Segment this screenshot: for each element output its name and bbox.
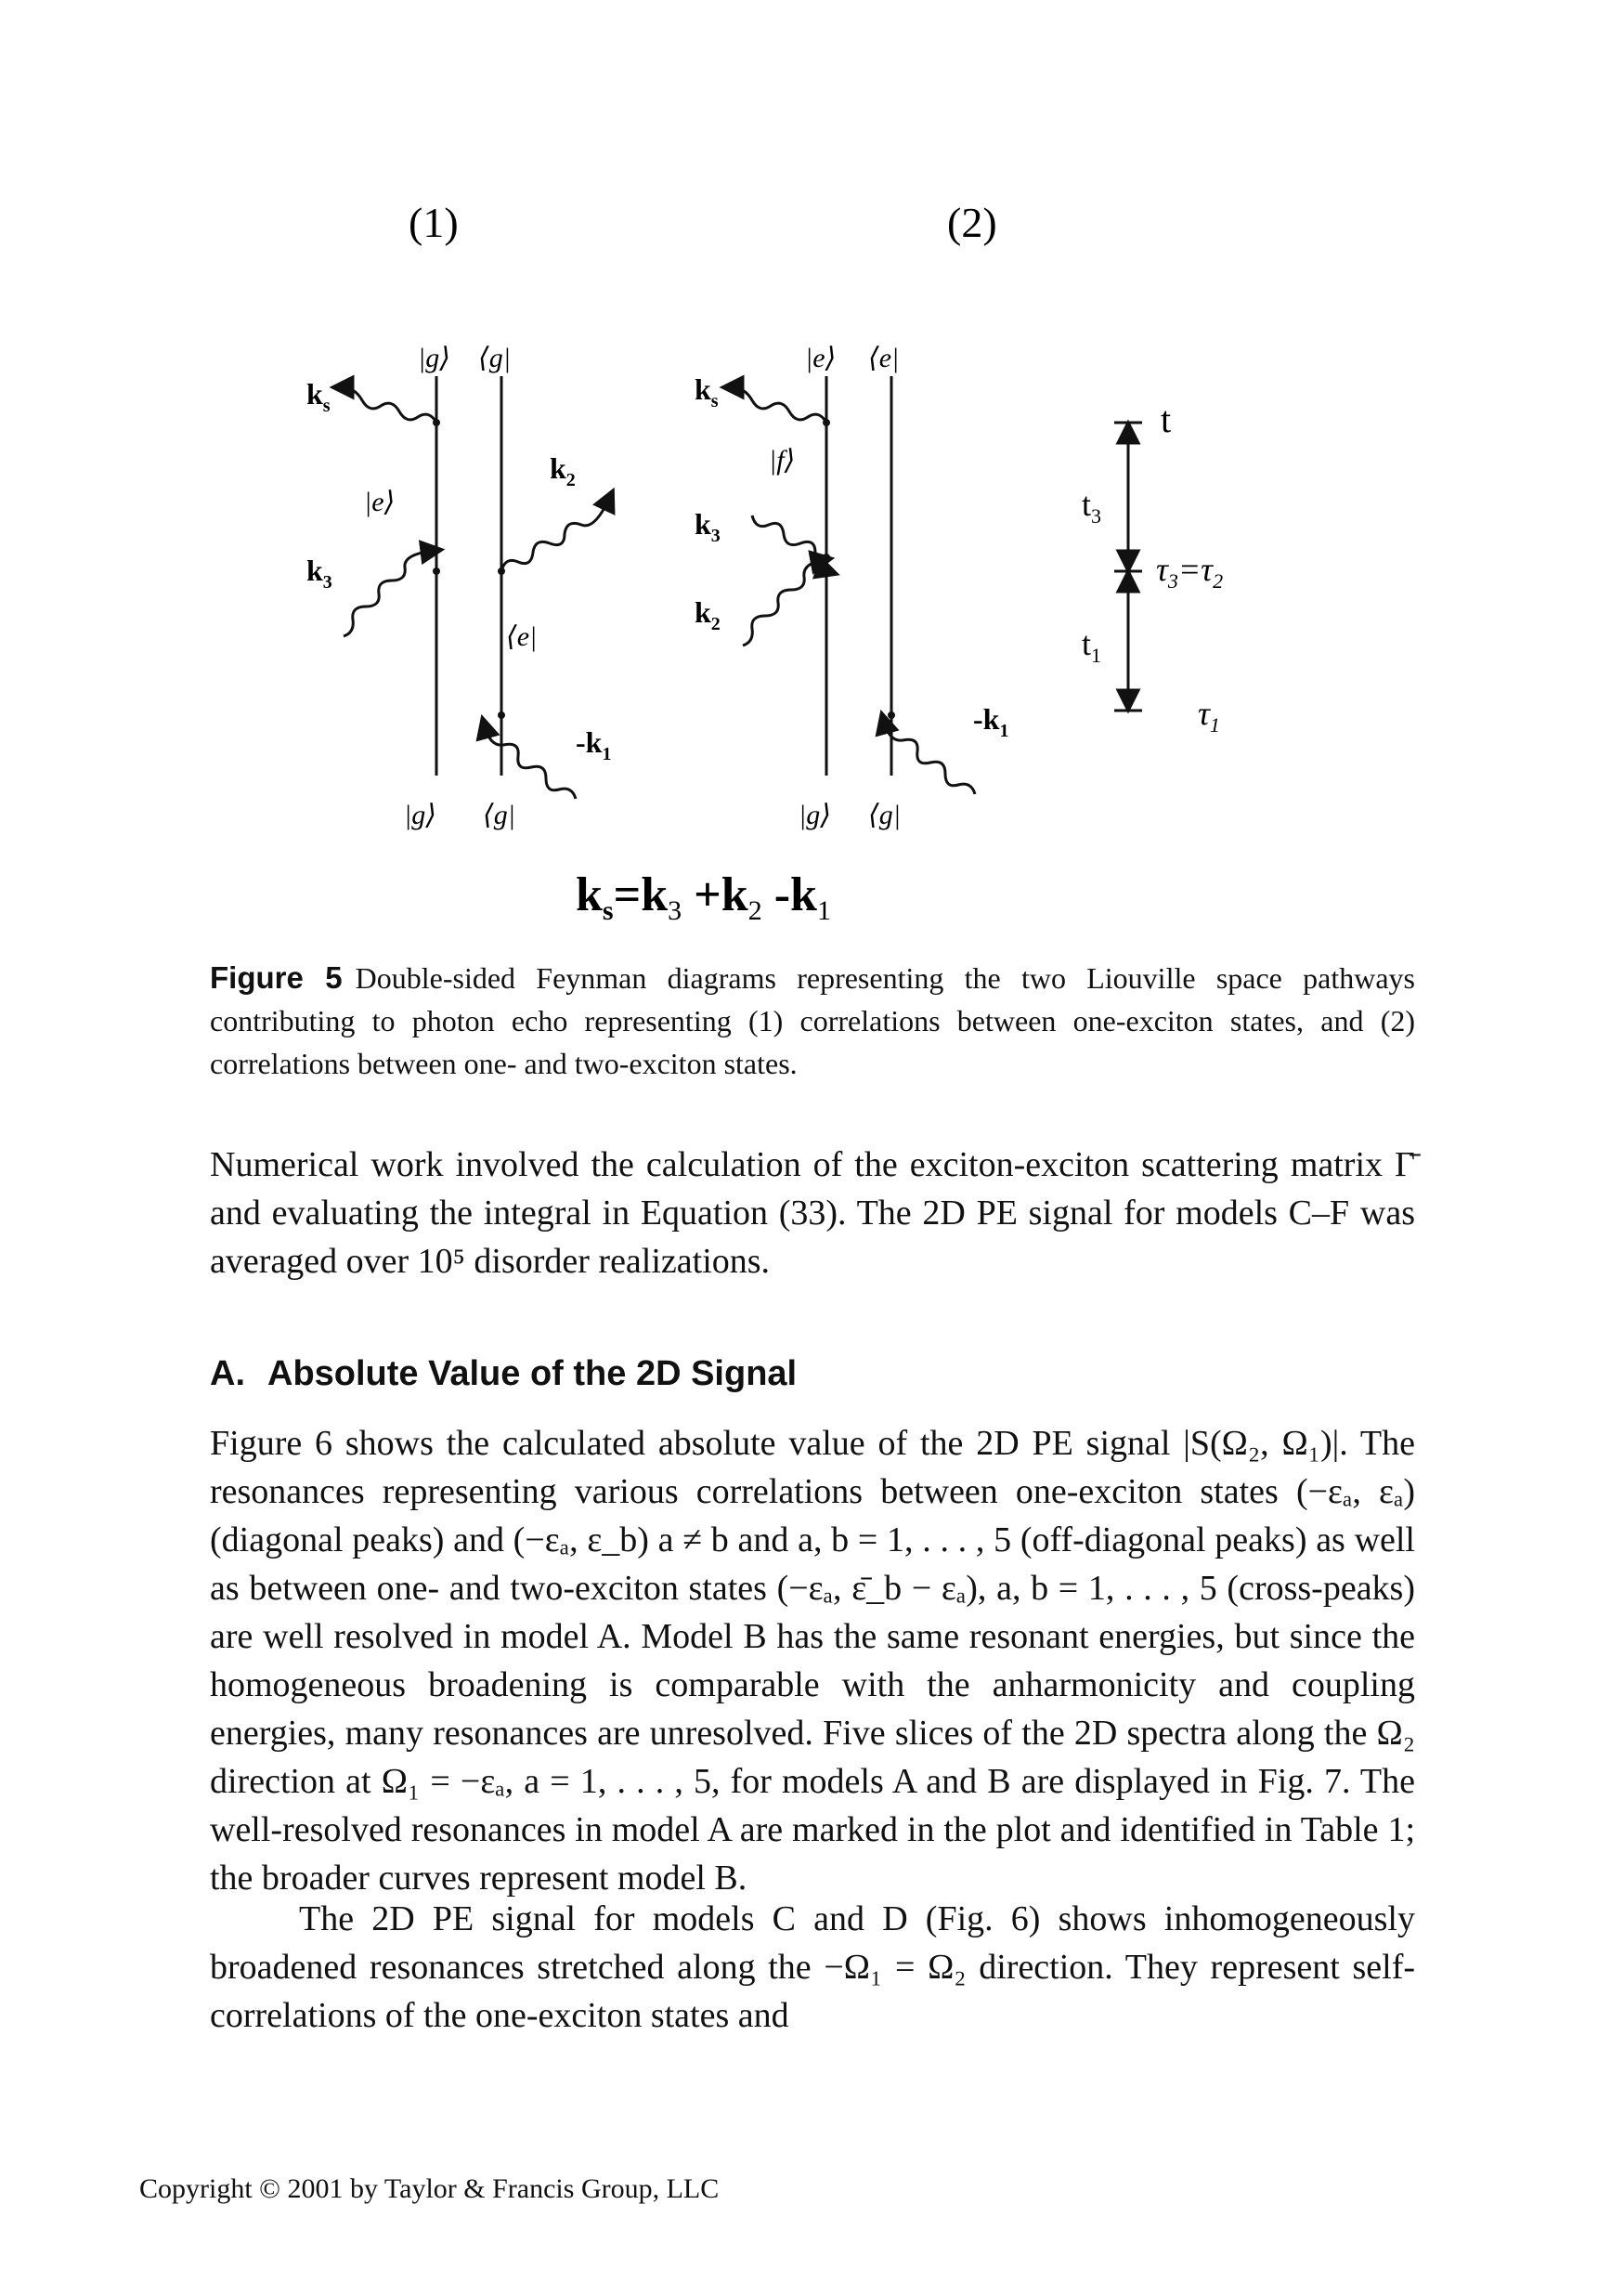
time-label-tau1: τ1: [1198, 695, 1220, 737]
time-label-t3: t3: [1082, 486, 1101, 528]
diagram-2: |e⟩ ⟨e| |f⟩ |g⟩ ⟨g| ks k3 k2 -k1: [695, 343, 1008, 830]
diagram1-top-bra: ⟨g|: [478, 343, 511, 373]
diagram2-label-k1: -k1: [973, 702, 1008, 741]
diagram2-top-bra: ⟨e|: [868, 343, 899, 373]
diagram1-vertex-ks: [433, 419, 440, 426]
diagram1-vertex-k3: [433, 567, 440, 575]
body-paragraph-2: Figure 6 shows the calculated absolute v…: [210, 1424, 1415, 1898]
diagram2-vertex-ks: [823, 419, 830, 426]
diagram2-vertex-k2: [823, 567, 830, 575]
diagram2-mid-ket: |f⟩: [769, 445, 795, 476]
diagram1-top-ket: |g⟩: [418, 343, 450, 373]
diagram2-ks-wave: [719, 374, 828, 424]
diagram1-ks-wave: [329, 374, 438, 424]
diagram1-bottom-ket: |g⟩: [404, 800, 436, 830]
diagram2-k2-wave: [742, 550, 836, 647]
diagram1-label-k2: k2: [550, 451, 576, 490]
diagram2-top-ket: |e⟩: [805, 343, 836, 373]
body-paragraph-1: Numerical work involved the calculation …: [210, 1145, 1415, 1281]
figure-caption-text: Double-sided Feynman diagrams representi…: [210, 961, 1416, 1080]
diagram2-vertex-k1: [888, 711, 895, 719]
diagram2-bottom-ket: |g⟩: [799, 800, 831, 830]
diagram1-k1-wave: [475, 713, 578, 800]
diagram1-mid-ket: |e⟩: [364, 487, 395, 517]
section-heading: A. Absolute Value of the 2D Signal: [210, 1354, 797, 1394]
diagram2-label-ks: ks: [695, 372, 719, 411]
diagram1-label-ks: ks: [306, 377, 331, 416]
diagram1-k2-wave: [500, 487, 616, 572]
diagram1-label-k3: k3: [306, 554, 332, 593]
body-paragraph-3: The 2D PE signal for models C and D (Fig…: [210, 1899, 1415, 2035]
diagram1-bottom-bra: ⟨g|: [483, 800, 515, 830]
figure-caption-label: Figure 5: [210, 960, 343, 995]
time-label-t: t: [1161, 398, 1171, 440]
phase-matching-equation: ks=k3 +k2 -k1: [576, 868, 831, 926]
panel-label-2: (2): [947, 200, 997, 246]
diagram-1: |g⟩ ⟨g| |e⟩ ⟨e| |g⟩ ⟨g| ks k3 k2 -k1: [306, 343, 616, 830]
diagram2-label-k3: k3: [695, 507, 721, 546]
time-label-t1: t1: [1082, 625, 1101, 667]
copyright-footer: Copyright © 2001 by Taylor & Francis Gro…: [139, 2173, 720, 2204]
diagram2-k1-wave: [875, 709, 977, 795]
time-label-tau3-tau2: τ3=τ2: [1156, 551, 1223, 593]
diagram2-vertex-k3: [823, 554, 830, 561]
diagram1-mid-bra: ⟨e|: [506, 621, 537, 652]
diagram1-vertex-k1: [498, 711, 505, 719]
section-title: Absolute Value of the 2D Signal: [267, 1354, 798, 1393]
feynman-diagrams-figure: (1) (2) |g⟩ ⟨g| |e⟩ ⟨e| |g⟩ ⟨g| ks k3 k2…: [306, 200, 1223, 926]
panel-label-1: (1): [409, 200, 459, 246]
diagram1-k3-wave: [343, 540, 446, 638]
diagram1-vertex-k2: [498, 567, 505, 575]
diagram2-label-k2: k2: [695, 595, 721, 634]
section-number: A.: [210, 1354, 245, 1393]
time-axis: t t3 t1 τ3=τ2 τ1: [1082, 398, 1223, 737]
diagram2-bottom-bra: ⟨g|: [868, 800, 901, 830]
diagram1-label-k1: -k1: [576, 725, 611, 764]
